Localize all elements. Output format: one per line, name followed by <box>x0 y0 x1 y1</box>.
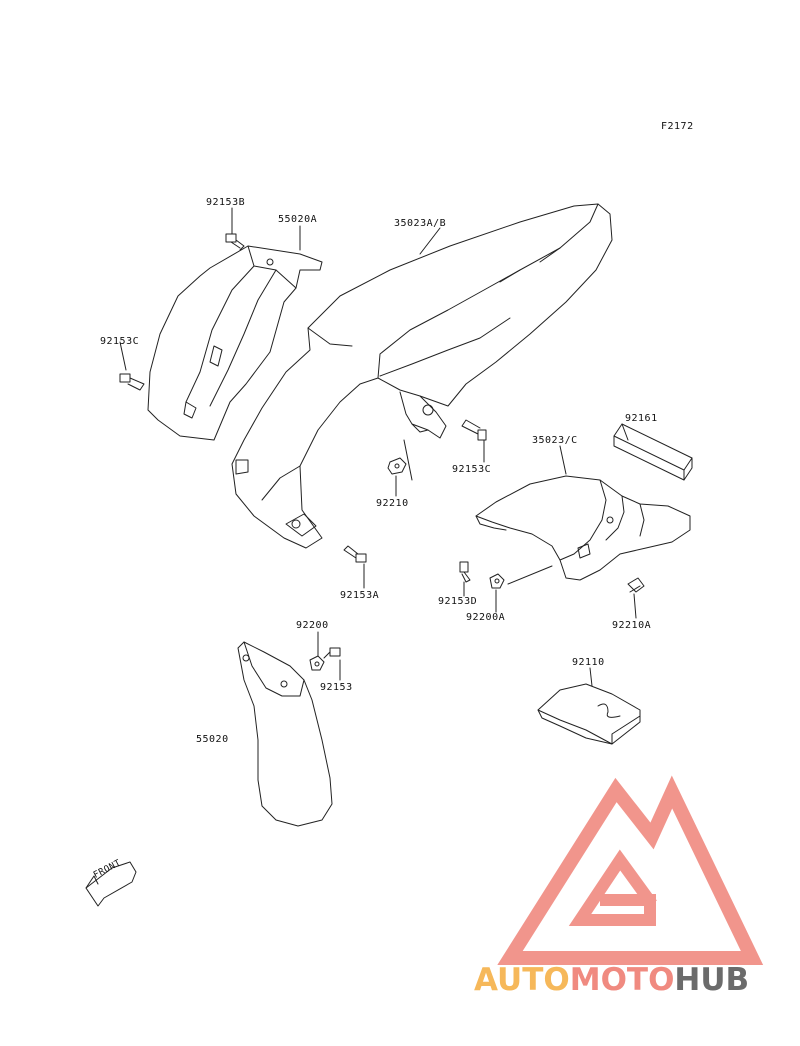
pad-92110 <box>537 683 641 745</box>
part-label-92200: 92200 <box>296 620 329 631</box>
bolt-92153c-left <box>119 373 145 391</box>
watermark-part-2: MOTO <box>569 962 675 998</box>
fender-35023c <box>475 475 691 581</box>
part-label-92153b: 92153B <box>206 197 246 208</box>
bolt-92153b <box>225 233 245 251</box>
part-label-92153a: 92153A <box>340 590 380 601</box>
flap-55020a <box>147 245 323 441</box>
nut-92200 <box>309 655 325 671</box>
bolt-92153a <box>343 545 367 563</box>
bolt-92153 <box>323 647 341 659</box>
part-label-92153c-left: 92153C <box>100 336 140 347</box>
front-arrow-icon <box>85 861 137 907</box>
clip-92210a <box>627 577 645 593</box>
part-label-92210: 92210 <box>376 498 409 509</box>
fender-35023ab <box>231 203 613 549</box>
nut-92210 <box>387 457 407 475</box>
part-label-92161: 92161 <box>625 413 658 424</box>
watermark-part-3: HUB <box>674 962 750 998</box>
mudguard-55020 <box>237 641 333 827</box>
nut-92200a <box>489 573 505 589</box>
part-label-35023ab: 35023A/B <box>394 218 447 229</box>
part-label-92153: 92153 <box>320 682 353 693</box>
bolt-92153c-mid <box>461 419 487 441</box>
part-label-92153d: 92153D <box>438 596 478 607</box>
watermark-part-1: AUTO <box>474 962 570 998</box>
part-label-55020a: 55020A <box>278 214 318 225</box>
part-label-92153c-mid: 92153C <box>452 464 492 475</box>
bolt-92153d <box>459 561 471 583</box>
part-label-92200a: 92200A <box>466 612 506 623</box>
part-label-35023c: 35023/C <box>532 435 578 446</box>
strip-92161 <box>613 423 693 481</box>
watermark-logo-icon <box>497 775 764 965</box>
part-label-92110: 92110 <box>572 657 605 668</box>
part-label-92210a: 92210A <box>612 620 652 631</box>
part-label-55020: 55020 <box>196 734 229 745</box>
watermark-text: AUTOMOTOHUB <box>474 962 749 998</box>
figure-code: F2172 <box>661 121 694 132</box>
